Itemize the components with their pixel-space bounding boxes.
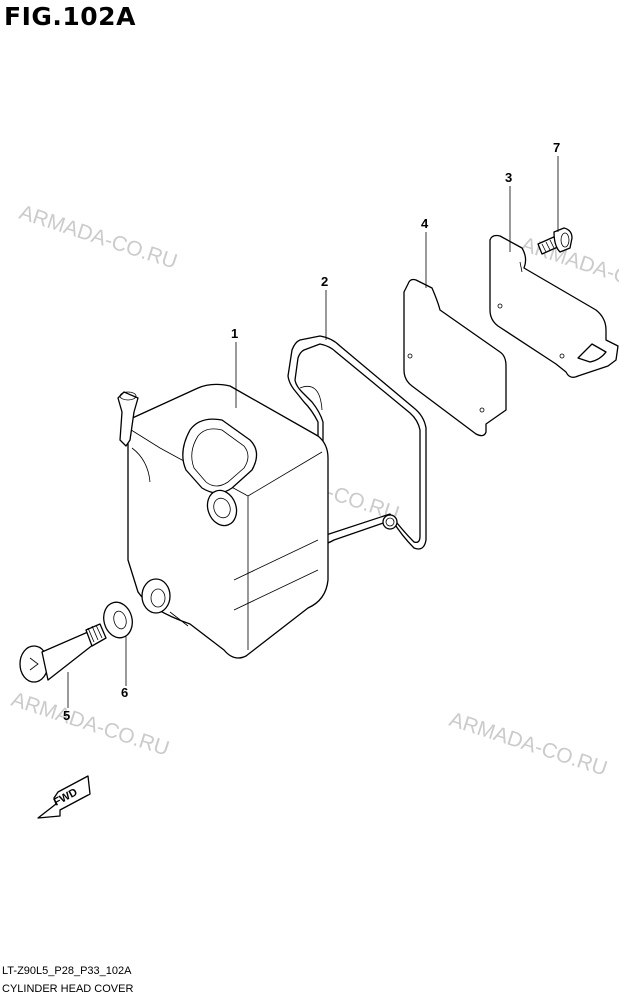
bolt-icon bbox=[19, 623, 107, 683]
cylinder-head-cover-icon bbox=[117, 383, 329, 659]
figure-name: CYLINDER HEAD COVER bbox=[2, 983, 134, 995]
watermark: ARMADA-CO.RU bbox=[446, 708, 610, 781]
part-number-callout: 2 bbox=[321, 274, 328, 289]
plate-gasket-icon bbox=[403, 278, 507, 437]
part-number-callout: 4 bbox=[421, 216, 429, 231]
figure-code: LT-Z90L5_P28_P33_102A bbox=[2, 965, 132, 977]
part-number-callout: 3 bbox=[505, 170, 512, 185]
part-number-callout: 5 bbox=[63, 708, 70, 723]
watermark: ARMADA-CO.RU bbox=[8, 688, 172, 761]
watermark: ARMADA-CO.RU bbox=[16, 201, 180, 274]
fwd-arrow-icon: FWD bbox=[37, 775, 91, 819]
small-bolt-icon bbox=[537, 227, 573, 255]
gasket-icon bbox=[287, 335, 427, 550]
washer-icon bbox=[103, 601, 133, 639]
part-number-callout: 1 bbox=[231, 326, 238, 341]
figure-title: FIG.102A bbox=[4, 2, 136, 31]
part-number-callout: 7 bbox=[553, 140, 560, 155]
leader-lines bbox=[67, 156, 559, 708]
part-number-callout: 6 bbox=[121, 685, 128, 700]
cover-plate-icon bbox=[489, 234, 619, 378]
